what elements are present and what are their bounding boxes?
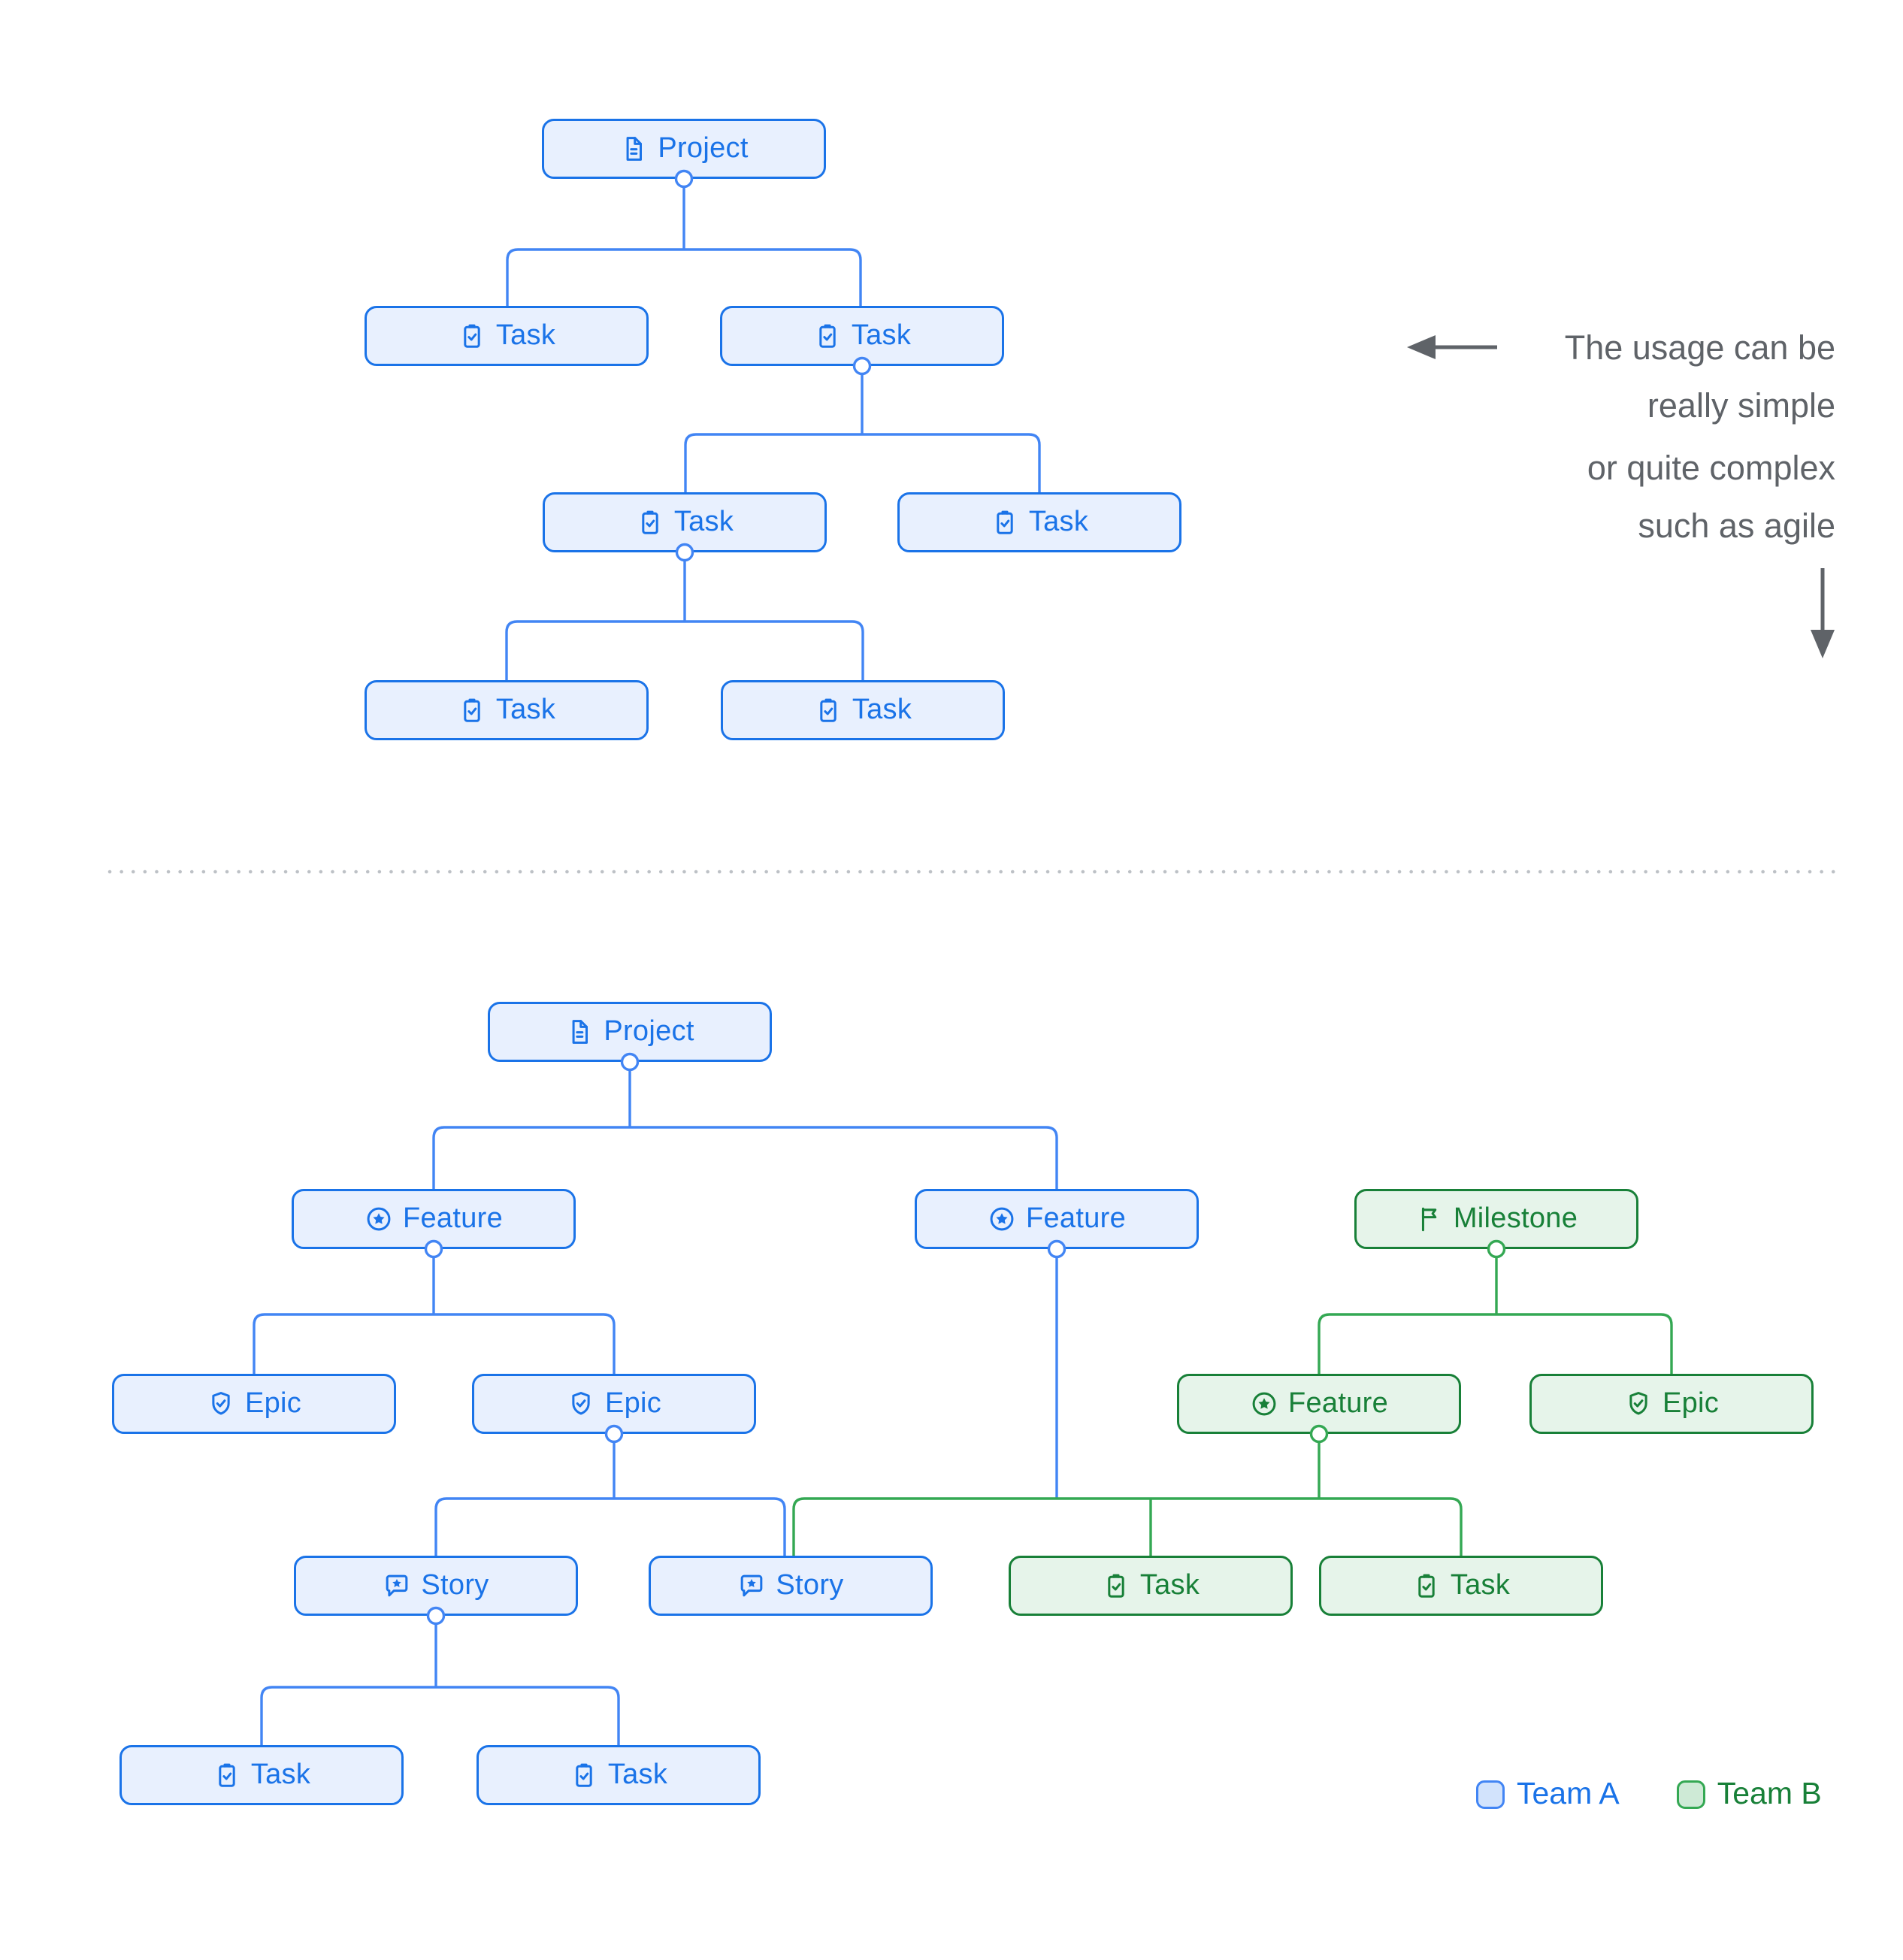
annotation-line-2: really simple	[1647, 386, 1835, 425]
legend-item-team-a: Team A	[1476, 1778, 1620, 1810]
connector-line	[253, 1313, 616, 1374]
annotation-paragraph-1: The usage can be really simple	[1309, 319, 1835, 434]
connector-line	[432, 1126, 1058, 1189]
team-b-swatch	[1676, 1780, 1705, 1809]
node-agile-epic-2: Epic	[472, 1374, 756, 1434]
node-label: Feature	[1025, 1202, 1127, 1234]
node-label: Task	[607, 1759, 668, 1790]
team-b-label: Team B	[1717, 1776, 1822, 1810]
node-agile-story-2: Story	[649, 1556, 933, 1616]
connector-line	[792, 1497, 1463, 1556]
node-label: Epic	[244, 1387, 302, 1419]
node-agile-feature-b: Feature	[1177, 1374, 1461, 1434]
document-icon	[565, 1018, 594, 1046]
node-label: Task	[495, 694, 556, 725]
node-simple-task-6: Task	[721, 680, 1005, 740]
feature-icon	[988, 1205, 1016, 1233]
connector-line	[505, 620, 864, 680]
node-agile-epic-b: Epic	[1529, 1374, 1814, 1434]
legend-item-team-b: Team B	[1676, 1776, 1822, 1810]
epic-icon	[207, 1390, 235, 1418]
annotation-paragraph-2: or quite complex such as agile	[1309, 439, 1835, 555]
connector-line	[434, 1497, 786, 1556]
task-icon	[813, 322, 842, 350]
epic-icon	[1624, 1390, 1653, 1418]
task-icon	[458, 322, 486, 350]
task-icon	[570, 1761, 598, 1789]
node-simple-task-5: Task	[365, 680, 649, 740]
annotation-line-1: The usage can be	[1564, 328, 1835, 367]
task-icon	[1412, 1571, 1441, 1600]
connector-line	[506, 248, 862, 306]
node-agile-milestone: Milestone	[1354, 1189, 1638, 1249]
node-label: Story	[421, 1569, 489, 1601]
node-label: Epic	[1662, 1387, 1720, 1419]
node-agile-task-1: Task	[120, 1745, 404, 1805]
legend: Team A Team B	[1476, 1778, 1822, 1810]
task-icon	[458, 696, 486, 724]
node-simple-project: Project	[542, 119, 826, 179]
node-label: Epic	[604, 1387, 662, 1419]
node-label: Task	[852, 694, 912, 725]
epic-icon	[567, 1390, 595, 1418]
down-arrow-icon	[1811, 568, 1835, 658]
node-agile-task-2: Task	[477, 1745, 761, 1805]
story-icon	[383, 1571, 411, 1600]
node-label: Story	[776, 1569, 844, 1601]
task-icon	[814, 696, 843, 724]
task-icon	[991, 508, 1019, 537]
document-icon	[619, 135, 648, 163]
node-agile-epic-1: Epic	[112, 1374, 396, 1434]
task-icon	[213, 1761, 241, 1789]
connector-line	[684, 433, 1041, 492]
team-a-swatch	[1476, 1780, 1505, 1809]
team-a-label: Team A	[1517, 1776, 1620, 1810]
node-agile-feature-2: Feature	[915, 1189, 1199, 1249]
node-label: Feature	[1287, 1387, 1389, 1419]
task-icon	[636, 508, 664, 537]
node-label: Task	[851, 319, 912, 351]
feature-icon	[365, 1205, 393, 1233]
node-agile-task-b2: Task	[1319, 1556, 1603, 1616]
node-agile-story-1: Story	[294, 1556, 578, 1616]
node-agile-feature-1: Feature	[292, 1189, 576, 1249]
node-label: Task	[495, 319, 556, 351]
node-label: Milestone	[1453, 1202, 1578, 1234]
story-icon	[737, 1571, 766, 1600]
node-agile-project: Project	[488, 1002, 772, 1062]
node-label: Task	[673, 506, 734, 537]
node-label: Feature	[402, 1202, 504, 1234]
feature-icon	[1250, 1390, 1278, 1418]
annotation-text: The usage can be really simple or quite …	[1309, 319, 1835, 555]
milestone-icon	[1415, 1205, 1444, 1233]
annotation-line-4: such as agile	[1638, 507, 1835, 545]
node-simple-task-1: Task	[365, 306, 649, 366]
connector-line	[260, 1686, 620, 1745]
connector-line	[1318, 1313, 1673, 1374]
task-icon	[1102, 1571, 1130, 1600]
node-label: Project	[604, 1015, 694, 1047]
node-label: Project	[658, 132, 749, 164]
node-simple-task-2: Task	[720, 306, 1004, 366]
node-label: Task	[250, 1759, 311, 1790]
node-agile-task-b1: Task	[1009, 1556, 1293, 1616]
node-simple-task-3: Task	[543, 492, 827, 552]
node-simple-task-4: Task	[897, 492, 1181, 552]
annotation-line-3: or quite complex	[1587, 449, 1835, 487]
node-label: Task	[1139, 1569, 1200, 1601]
node-label: Task	[1028, 506, 1089, 537]
node-label: Task	[1450, 1569, 1511, 1601]
